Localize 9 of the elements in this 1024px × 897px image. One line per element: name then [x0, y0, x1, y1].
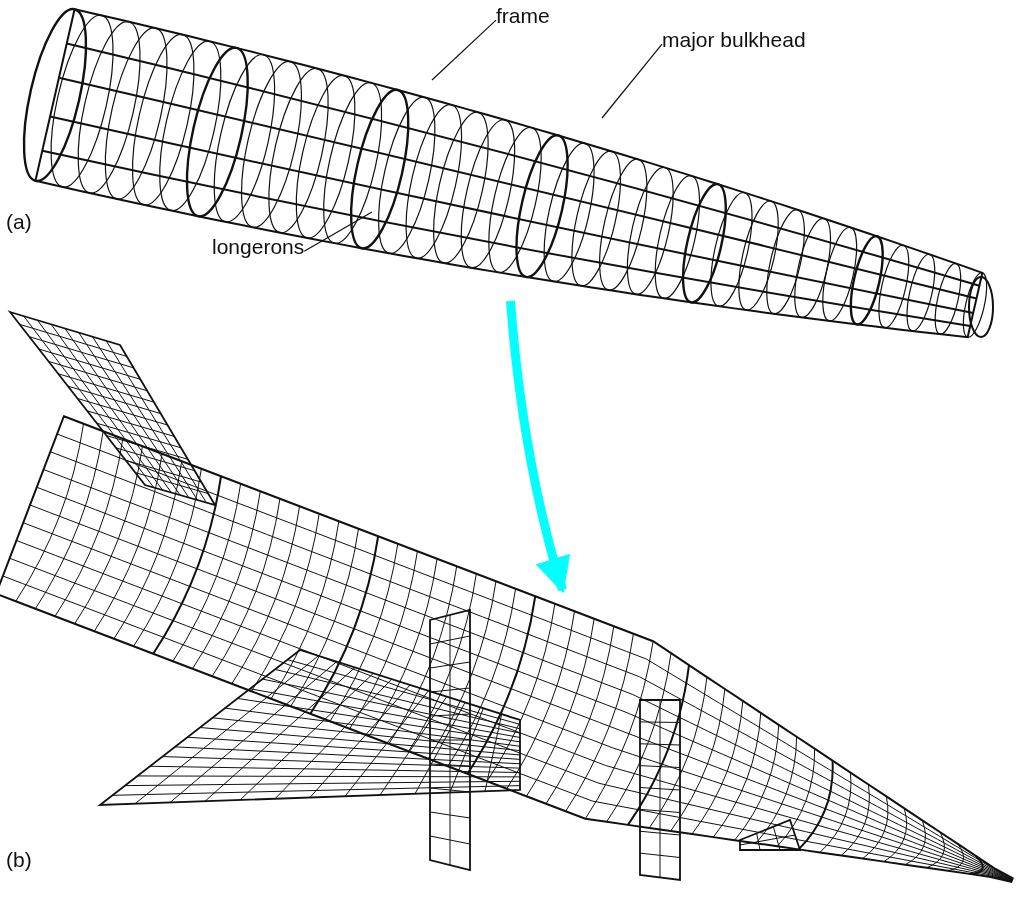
part-label: major bulkhead [662, 28, 806, 52]
leader-line [431, 19, 497, 81]
leader-line [303, 211, 373, 252]
leader-line [601, 43, 663, 119]
panel-label: (b) [6, 848, 32, 872]
arrow [506, 300, 571, 594]
part-label: frame [496, 4, 550, 28]
panel-label: (a) [6, 210, 32, 234]
part-label: longerons [212, 235, 305, 259]
